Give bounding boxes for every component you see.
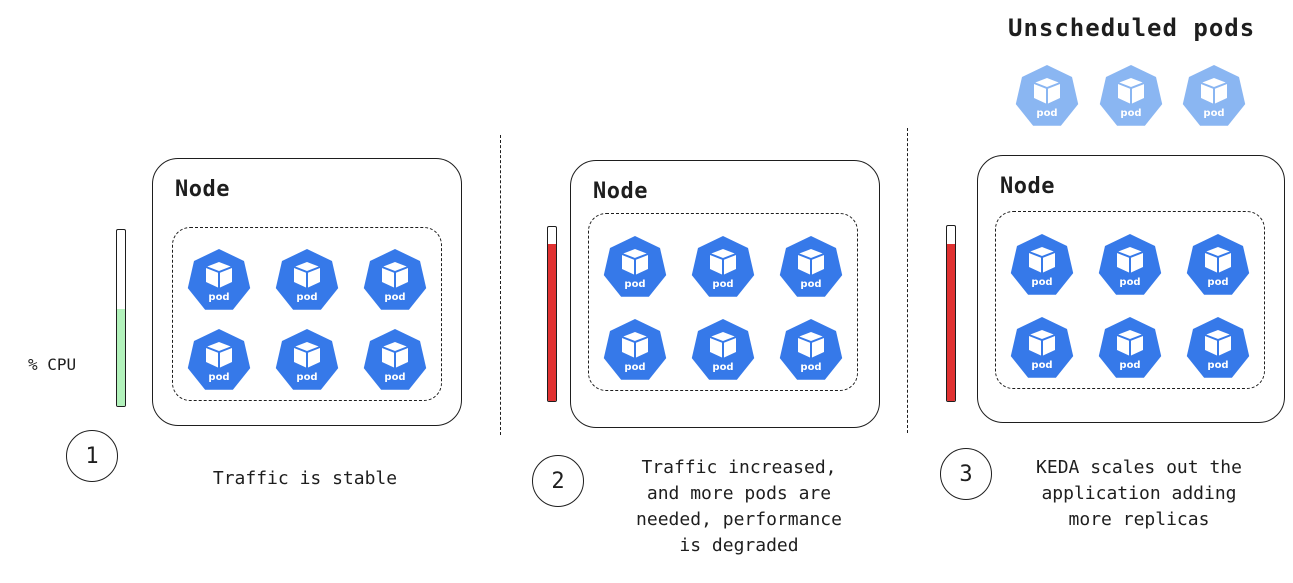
pod-label: pod — [712, 362, 733, 373]
unscheduled-pod-icon: pod — [1096, 61, 1166, 131]
pod-label: pod — [1119, 277, 1140, 288]
pod-icon: pod — [360, 325, 430, 395]
pod-icon: pod — [1183, 313, 1253, 383]
unscheduled-pods-title: Unscheduled pods — [1008, 14, 1256, 42]
cpu-bar — [946, 225, 956, 402]
pod-icon: pod — [1183, 230, 1253, 300]
pod-label: pod — [208, 372, 229, 383]
unscheduled-pod-icon: pod — [1012, 61, 1082, 131]
node-title: Node — [593, 179, 648, 204]
cpu-bar-fill — [947, 243, 955, 401]
pod-label: pod — [801, 362, 822, 373]
pod-label: pod — [1120, 108, 1141, 119]
pod-label: pod — [1031, 277, 1052, 288]
pod-icon: pod — [184, 245, 254, 315]
unscheduled-pod-icon: pod — [1179, 61, 1249, 131]
cpu-bar — [547, 226, 557, 402]
node-box: Node pod pod pod pod pod pod — [152, 158, 462, 426]
node-box: Node pod pod pod pod pod pod — [977, 155, 1285, 423]
pod-icon: pod — [360, 245, 430, 315]
pod-icon: pod — [600, 315, 670, 385]
pod-label: pod — [1208, 277, 1229, 288]
pod-icon: pod — [776, 232, 846, 302]
pod-area: pod pod pod pod pod pod — [995, 211, 1265, 389]
cpu-bar-fill — [117, 309, 125, 406]
pod-label: pod — [624, 279, 645, 290]
pod-icon: pod — [184, 325, 254, 395]
pod-icon: pod — [600, 232, 670, 302]
pod-icon: pod — [272, 245, 342, 315]
panel-divider — [907, 128, 908, 433]
pod-icon: pod — [776, 315, 846, 385]
step-caption: KEDA scales out the application adding m… — [1036, 457, 1242, 530]
pod-icon: pod — [688, 232, 758, 302]
cpu-bar — [116, 229, 126, 407]
pod-label: pod — [208, 292, 229, 303]
node-title: Node — [1000, 174, 1055, 199]
node-title: Node — [175, 177, 230, 202]
pod-label: pod — [1036, 108, 1057, 119]
pod-icon: pod — [272, 325, 342, 395]
panel-divider — [500, 135, 501, 435]
pod-label: pod — [1031, 360, 1052, 371]
pod-label: pod — [1119, 360, 1140, 371]
pod-area: pod pod pod pod pod pod — [588, 213, 858, 391]
pod-label: pod — [1208, 360, 1229, 371]
pod-label: pod — [296, 372, 317, 383]
step-number: 3 — [940, 448, 992, 500]
pod-icon: pod — [688, 315, 758, 385]
step-caption: Traffic is stable — [212, 468, 398, 489]
pod-label: pod — [1203, 108, 1224, 119]
node-box: Node pod pod pod pod pod pod — [570, 160, 880, 428]
step-caption: Traffic increased, and more pods are nee… — [636, 457, 842, 556]
pod-icon: pod — [1095, 313, 1165, 383]
cpu-bar-fill — [548, 244, 556, 401]
pod-label: pod — [385, 292, 406, 303]
pod-label: pod — [296, 292, 317, 303]
step-number: 2 — [532, 455, 584, 507]
pod-area: pod pod pod pod pod pod — [172, 227, 442, 401]
pod-icon: pod — [1007, 230, 1077, 300]
pod-label: pod — [712, 279, 733, 290]
step-number: 1 — [66, 430, 118, 482]
pod-icon: pod — [1007, 313, 1077, 383]
pod-label: pod — [801, 279, 822, 290]
pod-label: pod — [624, 362, 645, 373]
cpu-label: % CPU — [28, 355, 77, 374]
pod-label: pod — [385, 372, 406, 383]
pod-icon: pod — [1095, 230, 1165, 300]
